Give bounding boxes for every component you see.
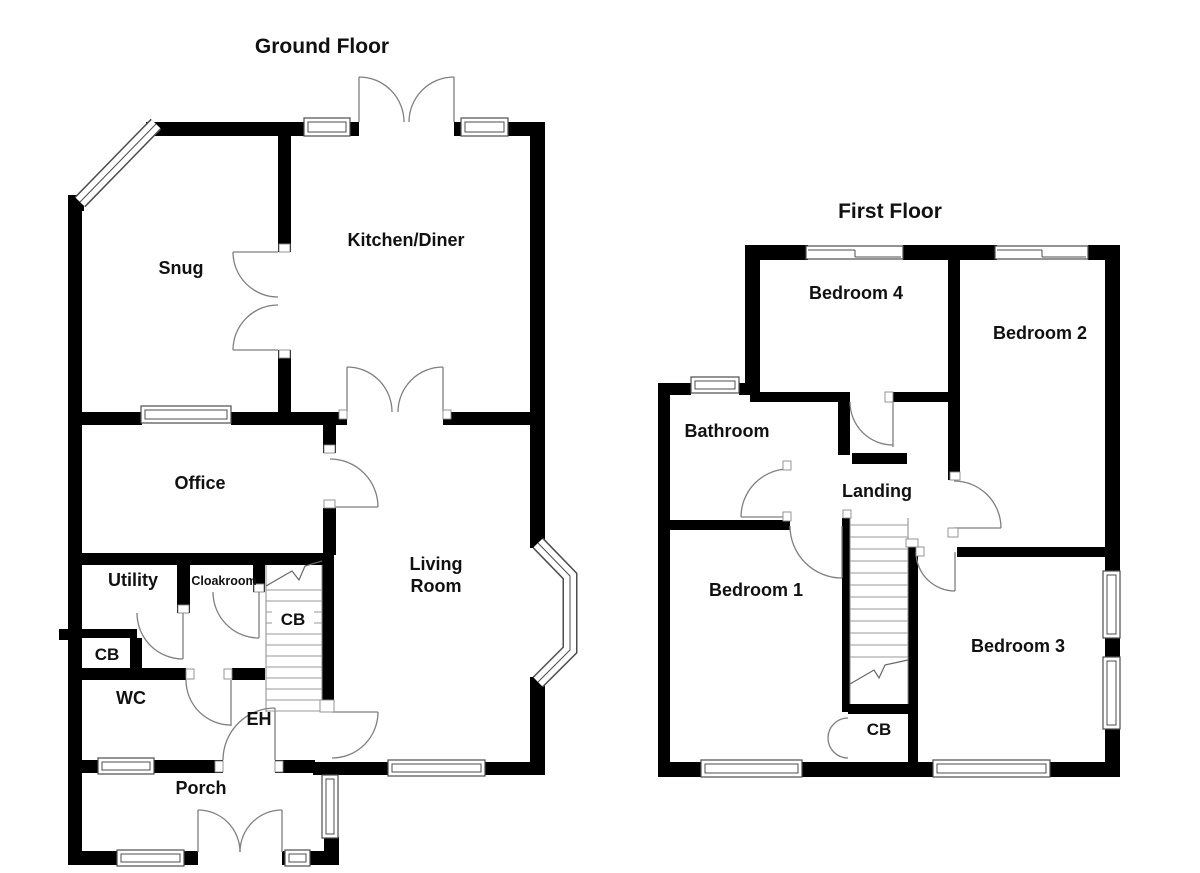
bedroom3-bottom-window (932, 759, 1051, 778)
wc-door (185, 679, 232, 726)
first-floor-doors (740, 401, 1002, 759)
office-door (329, 458, 379, 508)
wc-window (97, 757, 155, 775)
snug-double-door (232, 251, 279, 351)
cb-label: CB (867, 720, 892, 739)
bedroom4-door (849, 401, 894, 447)
kitchen-window-right (460, 117, 509, 137)
porch-entrance-hall-door (222, 707, 276, 761)
wc-label: WC (116, 688, 146, 708)
bedroom4-window (805, 245, 904, 260)
office-label: Office (174, 473, 225, 493)
ground-floor-title: Ground Floor (255, 35, 389, 58)
bedroom1-door (789, 525, 843, 579)
first-floor-labels: First Floor Bedroom 4 Bedroom 2 Bathroom… (685, 200, 1088, 739)
ground-floor-doors (136, 76, 455, 853)
living-room-hall-door (331, 711, 379, 759)
kitchen-patio-double-door (358, 76, 455, 123)
living-room-bay-window (532, 537, 578, 688)
cb-closet-label: CB (95, 645, 120, 664)
cb-cupboard-bifold-door (827, 717, 849, 759)
cloakroom-label: Cloakroom (191, 574, 256, 588)
ground-floor-walls (59, 122, 545, 865)
living-room-label-line1: Living (410, 554, 463, 574)
porch-window-left (116, 849, 185, 867)
first-floor-stairs (849, 518, 909, 704)
first-floor-windows (690, 245, 1121, 778)
ground-floor-labels: Ground Floor Snug Kitchen/Diner Office L… (95, 35, 465, 798)
first-floor-door-jambs (782, 391, 961, 557)
first-floor-plan: First Floor Bedroom 4 Bedroom 2 Bathroom… (658, 200, 1121, 778)
bedroom3-door (915, 551, 956, 592)
bedroom4-label: Bedroom 4 (809, 283, 903, 303)
bedroom3-right-window-lower (1102, 656, 1121, 730)
ground-floor-stairs (265, 560, 335, 713)
bedroom3-right-window-upper (1102, 570, 1121, 639)
bathroom-door (740, 468, 788, 518)
bedroom2-window (994, 245, 1089, 260)
cb-stairs-label: CB (281, 610, 306, 629)
porch-label: Porch (175, 778, 226, 798)
living-room-label-line2: Room (411, 576, 462, 596)
porch-window-small (284, 849, 311, 867)
kitchen-window-left (303, 117, 351, 137)
snug-label: Snug (159, 258, 204, 278)
bedroom1-window (700, 759, 803, 778)
porch-front-double-door (197, 809, 283, 853)
porch-window-right (321, 774, 339, 839)
ground-floor-windows (97, 117, 509, 867)
bathroom-window (690, 376, 740, 394)
cloakroom-door (212, 591, 260, 639)
kitchen-diner-label: Kitchen/Diner (347, 230, 464, 250)
first-floor-title: First Floor (838, 200, 942, 223)
bedroom2-door (953, 480, 1002, 529)
kitchen-living-room-double-door (346, 366, 444, 413)
ground-floor-door-jambs (177, 243, 452, 773)
utility-label: Utility (108, 570, 158, 590)
utility-door (136, 612, 184, 660)
office-window (140, 405, 232, 424)
snug-bay-window (74, 118, 162, 208)
bedroom3-label: Bedroom 3 (971, 636, 1065, 656)
bedroom1-label: Bedroom 1 (709, 580, 803, 600)
eh-label: EH (246, 709, 271, 729)
landing-label: Landing (842, 481, 912, 501)
ground-floor-bay-windows (74, 118, 578, 688)
first-floor-walls (658, 245, 1120, 777)
bedroom2-label: Bedroom 2 (993, 323, 1087, 343)
living-room-bottom-window (387, 759, 486, 777)
bathroom-label: Bathroom (685, 421, 770, 441)
ground-floor-plan: Ground Floor Snug Kitchen/Diner Office L… (59, 35, 578, 867)
